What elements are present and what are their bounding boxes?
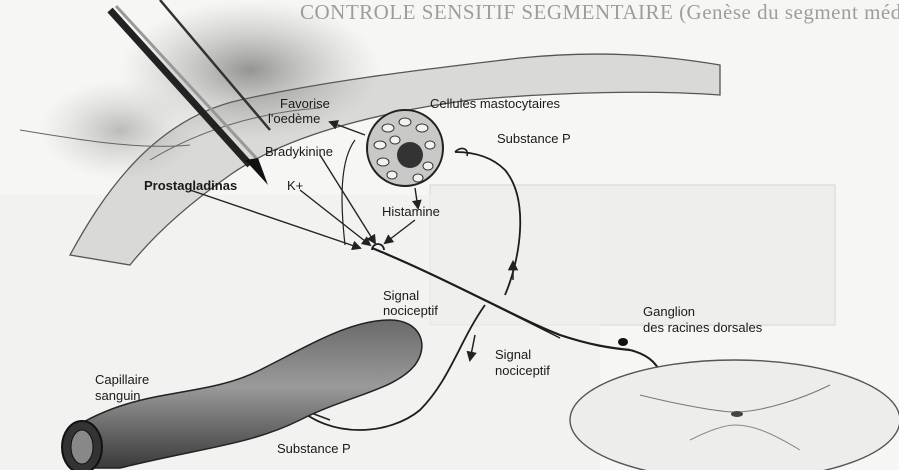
ganglion-body: [618, 338, 628, 346]
label-racines-dorsales: des racines dorsales: [643, 320, 762, 335]
label-histamine: Histamine: [382, 204, 440, 219]
label-signal-2: Signal: [495, 347, 531, 362]
label-nociceptif-2: nociceptif: [495, 363, 550, 378]
label-signal-1: Signal: [383, 288, 419, 303]
label-capillaire: Capillaire: [95, 372, 149, 387]
spinal-cord-section: [570, 360, 899, 470]
tissue-shading-2: [40, 80, 200, 180]
label-ganglion: Ganglion: [643, 304, 695, 319]
label-favorise: Favorise: [280, 96, 330, 111]
label-prostaglandines: Prostagladinas: [144, 178, 237, 193]
mast-cell: [367, 110, 443, 186]
label-nociceptif-1: nociceptif: [383, 303, 438, 318]
label-sanguin: sanguin: [95, 388, 141, 403]
label-mastocytes: Cellules mastocytaires: [430, 96, 560, 111]
label-substance-p-bottom: Substance P: [277, 441, 351, 456]
label-potassium: K+: [287, 178, 303, 193]
page-header: CONTROLE SENSITIF SEGMENTAIRE (Genèse du…: [300, 0, 899, 25]
label-substance-p: Substance P: [497, 131, 571, 146]
label-bradykinine: Bradykinine: [265, 144, 333, 159]
label-oedeme: l'oedème: [268, 111, 320, 126]
